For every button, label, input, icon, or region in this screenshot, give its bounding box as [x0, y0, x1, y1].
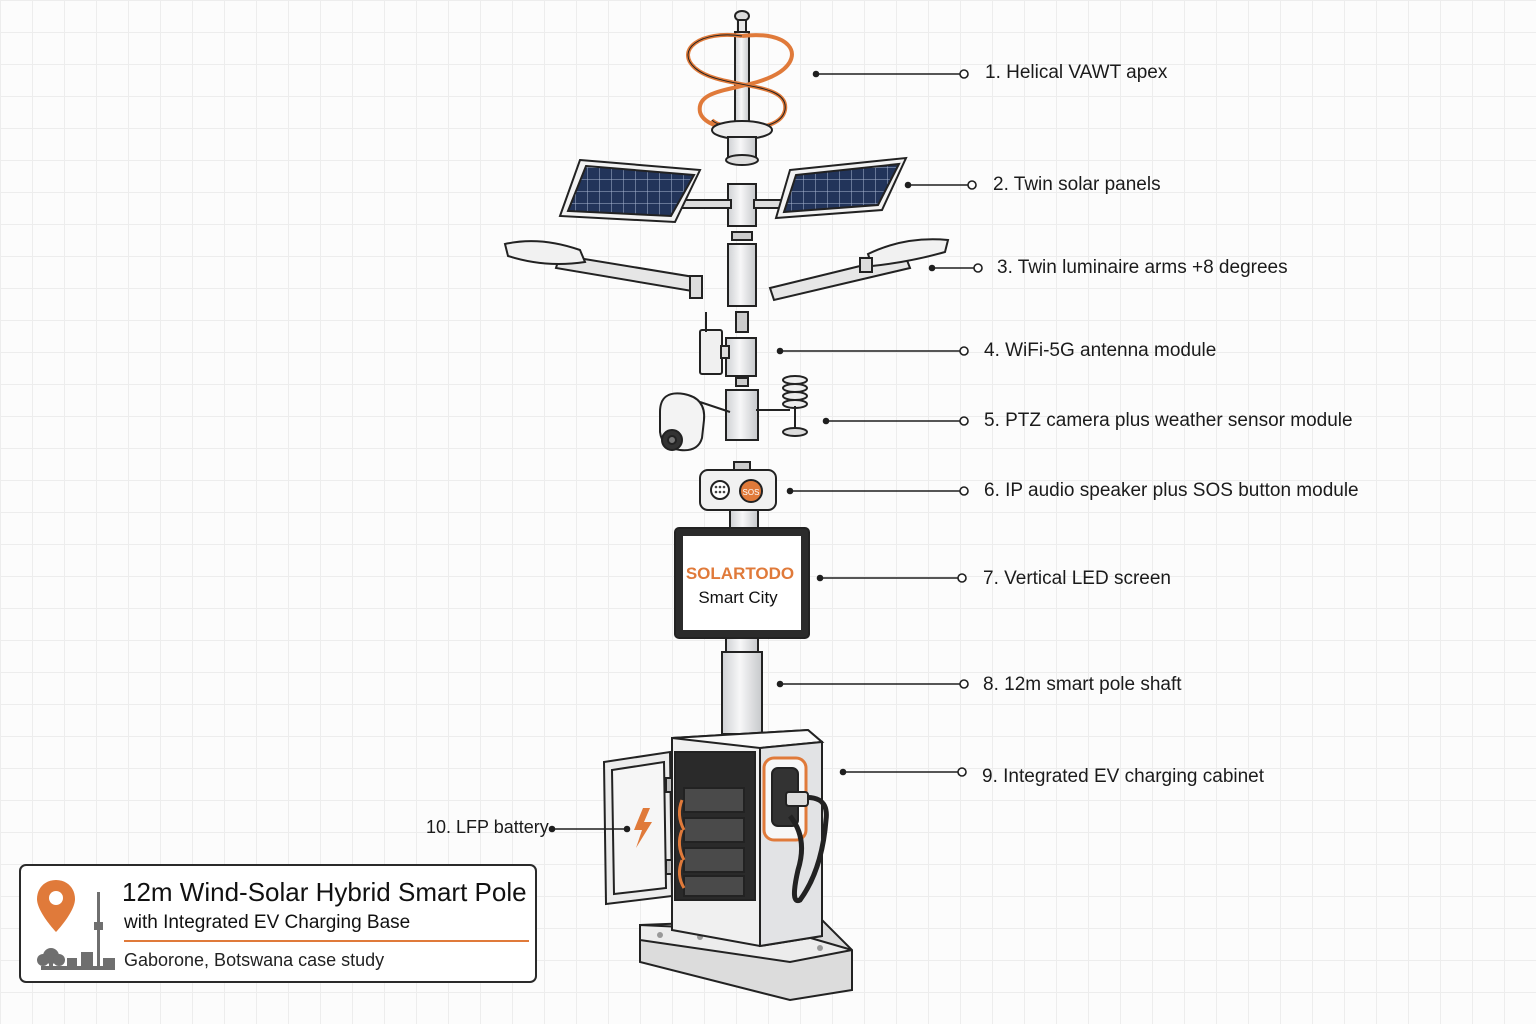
pole-shaft — [721, 637, 763, 735]
vawt-turbine — [686, 10, 794, 166]
callout-led-screen: 7. Vertical LED screen — [983, 568, 1171, 589]
screen-subtitle: Smart City — [698, 588, 778, 607]
callout-solar-panels: 2. Twin solar panels — [993, 174, 1161, 195]
sos-button-label: SOS — [743, 488, 760, 497]
card-title: 12m Wind-Solar Hybrid Smart Pole — [122, 877, 527, 907]
location-city-icon — [37, 880, 115, 970]
title-card: 12m Wind-Solar Hybrid Smart Pole with In… — [19, 864, 537, 983]
location-pin-icon — [37, 880, 75, 932]
callout-vawt: 1. Helical VAWT apex — [985, 62, 1168, 83]
card-location: Gaborone, Botswana case study — [124, 950, 385, 970]
callout-camera-module: 5. PTZ camera plus weather sensor module — [984, 410, 1353, 431]
camera-weather-module — [659, 375, 808, 473]
callout-lfp-battery: 10. LFP battery — [426, 817, 549, 837]
luminaire-arms — [503, 238, 950, 333]
speaker-sos-module — [699, 469, 777, 531]
callout-speaker-module: 6. IP audio speaker plus SOS button modu… — [984, 480, 1359, 501]
callout-pole-shaft: 8. 12m smart pole shaft — [983, 674, 1182, 695]
led-screen — [674, 527, 810, 639]
callout-ev-cabinet: 9. Integrated EV charging cabinet — [982, 766, 1265, 787]
lightning-icon — [634, 808, 652, 848]
screen-brand: SOLARTODO — [686, 564, 794, 583]
city-skyline-icon — [37, 892, 115, 970]
lfp-battery-stack — [677, 787, 745, 897]
antenna-module — [699, 312, 757, 387]
leader-lines — [548, 69, 983, 833]
callout-antenna-module: 4. WiFi-5G antenna module — [984, 340, 1217, 361]
callout-luminaire-arms: 3. Twin luminaire arms +8 degrees — [997, 257, 1288, 278]
card-subtitle: with Integrated EV Charging Base — [124, 912, 411, 933]
solar-panels — [558, 156, 908, 241]
card-divider — [124, 940, 529, 942]
